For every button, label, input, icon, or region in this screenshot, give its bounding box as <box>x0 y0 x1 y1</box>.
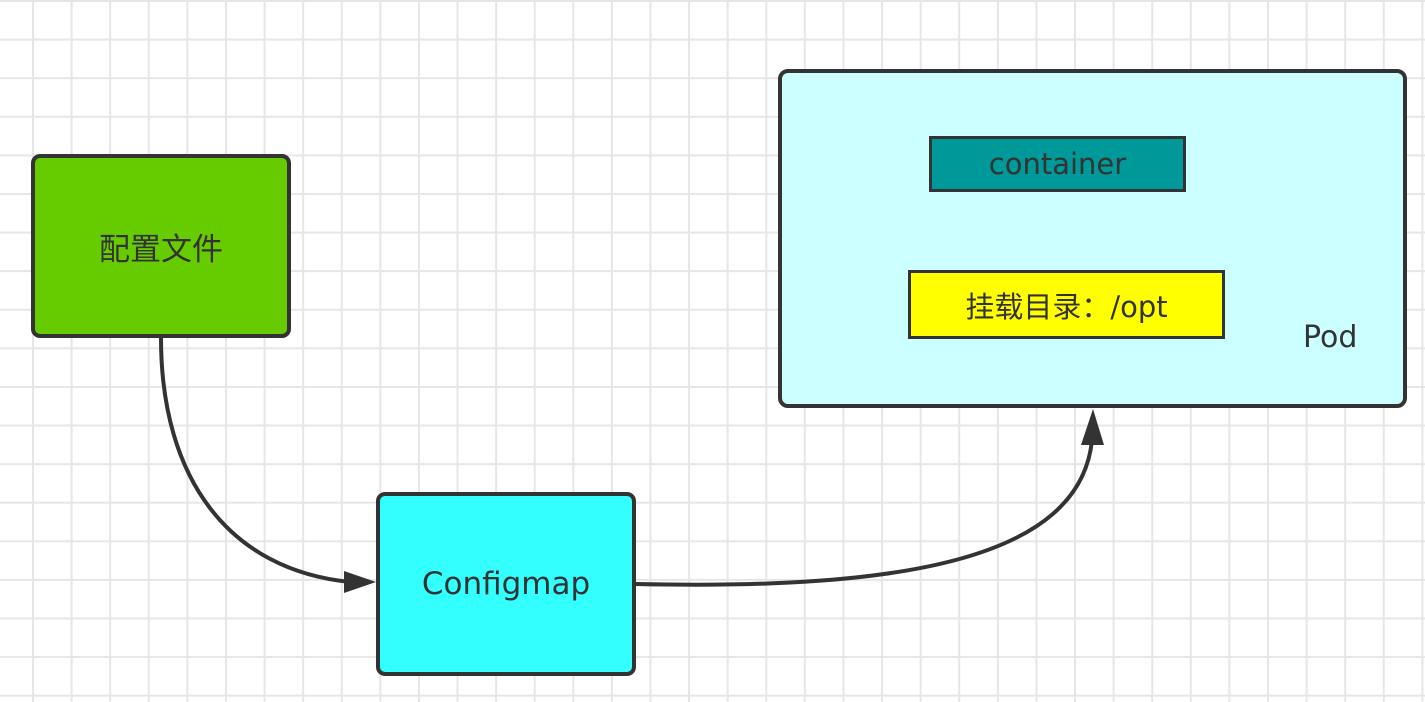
config-file-label: 配置文件 <box>99 231 223 268</box>
config-file-node[interactable]: 配置文件 <box>31 154 291 338</box>
container-label: container <box>988 147 1127 181</box>
edge-config-file-to-configmap <box>159 337 351 584</box>
configmap-label: Configmap <box>421 566 591 602</box>
arrowhead-to-configmap <box>344 571 376 593</box>
pod-label: Pod <box>1303 320 1358 355</box>
mount-directory-node[interactable]: 挂载目录：/opt <box>908 270 1225 339</box>
edge-configmap-to-pod <box>635 439 1094 587</box>
mount-directory-label: 挂载目录：/opt <box>965 289 1168 324</box>
arrowhead-to-pod <box>1081 409 1104 445</box>
container-node[interactable]: container <box>929 136 1186 192</box>
configmap-node[interactable]: Configmap <box>376 492 636 676</box>
pod-node[interactable] <box>778 69 1407 408</box>
